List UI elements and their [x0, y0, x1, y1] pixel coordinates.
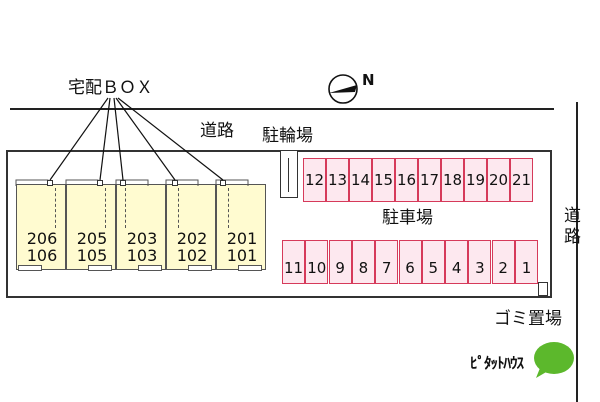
parking-space: 20 [487, 158, 510, 202]
parking-space: 11 [282, 240, 305, 284]
parking-space: 19 [464, 158, 487, 202]
unit-door [188, 265, 212, 271]
unit-lower-number: 103 [126, 246, 158, 265]
compass-icon [328, 74, 358, 104]
parking-space: 21 [510, 158, 533, 202]
road-right-label-1: 道 [564, 206, 581, 226]
delivery-box-label: 宅配ＢＯＸ [68, 78, 153, 98]
parking-space: 18 [441, 158, 464, 202]
unit-door [138, 265, 162, 271]
delivery-box-marker [120, 180, 126, 186]
parking-space: 12 [303, 158, 326, 202]
unit-door [18, 265, 42, 271]
bicycle-parking-area [280, 150, 298, 198]
delivery-box-marker [97, 180, 103, 186]
unit-divider-dashed [105, 188, 106, 228]
parking-space: 4 [445, 240, 469, 284]
parking-space: 1 [515, 240, 538, 284]
delivery-box-marker [220, 180, 226, 186]
unit-upper-number: 206 [26, 229, 58, 248]
road-top-edge [10, 108, 554, 110]
unit-divider-dashed [228, 188, 229, 228]
pitat-house-logo-icon [534, 342, 574, 378]
unit-upper-number: 202 [176, 229, 208, 248]
unit-divider-dashed [178, 188, 179, 228]
unit-lower-number: 105 [76, 246, 108, 265]
parking-space: 9 [328, 240, 352, 284]
unit-206-106: 206 106 [16, 184, 66, 270]
unit-upper-number: 201 [226, 229, 258, 248]
parking-space: 5 [421, 240, 445, 284]
unit-divider-dashed [125, 188, 126, 228]
unit-201-101: 201 101 [216, 184, 266, 270]
delivery-box-marker [172, 180, 178, 186]
unit-203-103: 203 103 [116, 184, 166, 270]
garbage-area-label: ゴミ置場 [494, 309, 562, 329]
bicycle-parking-divider [288, 158, 289, 192]
parking-space: 2 [491, 240, 515, 284]
unit-divider-dashed [55, 188, 56, 228]
parking-space: 3 [468, 240, 492, 284]
unit-lower-number: 106 [26, 246, 58, 265]
parking-space: 14 [349, 158, 372, 202]
bicycle-parking-label: 駐輪場 [262, 126, 313, 146]
road-top-label: 道路 [200, 121, 234, 141]
compass-north-label: N [362, 71, 375, 89]
parking-space: 16 [395, 158, 418, 202]
site-boundary [6, 150, 552, 298]
unit-205-105: 205 105 [66, 184, 116, 270]
parking-space: 7 [375, 240, 399, 284]
road-right-edge [576, 102, 578, 402]
parking-space: 8 [351, 240, 375, 284]
parking-space: 10 [305, 240, 329, 284]
parking-space: 15 [372, 158, 395, 202]
unit-door [238, 265, 262, 271]
parking-space: 6 [398, 240, 422, 284]
unit-upper-number: 205 [76, 229, 108, 248]
pitat-house-logo-text: ﾋﾟﾀｯﾄﾊｳｽ [470, 354, 524, 372]
unit-upper-number: 203 [126, 229, 158, 248]
parking-space: 13 [326, 158, 349, 202]
road-right-label-2: 路 [564, 227, 581, 247]
delivery-box-marker [47, 180, 53, 186]
garbage-area [538, 282, 548, 296]
unit-lower-number: 101 [226, 246, 258, 265]
unit-lower-number: 102 [176, 246, 208, 265]
parking-space: 17 [418, 158, 441, 202]
unit-door [88, 265, 112, 271]
parking-label: 駐車場 [382, 208, 433, 228]
